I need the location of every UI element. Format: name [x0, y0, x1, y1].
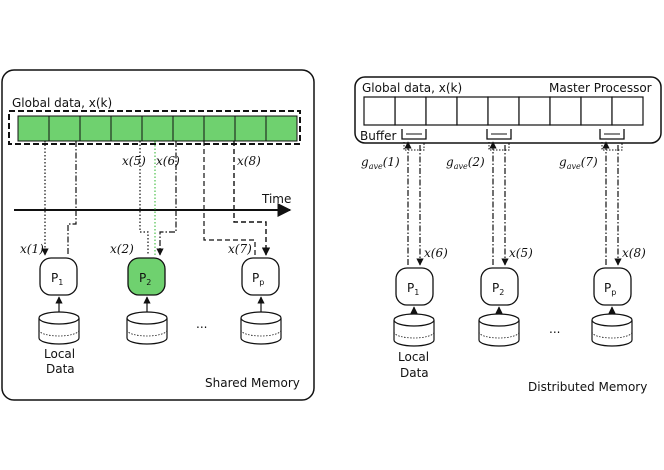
processor-label: P2: [139, 271, 151, 287]
shared-panel-frame: [1, 69, 315, 401]
label-gave-1: gave(1): [361, 155, 400, 171]
processor-box: [39, 257, 78, 296]
p2-write-line: [156, 141, 177, 256]
processor-pp: Pp: [593, 267, 632, 306]
database-icon: [126, 311, 168, 345]
shared-local-data-line1: Local: [44, 347, 75, 361]
database-icon: [591, 313, 633, 347]
array-cell: [425, 96, 458, 126]
time-label: Time: [261, 192, 291, 206]
array-cell: [265, 115, 298, 142]
distributed-local-data-line2: Data: [400, 366, 429, 380]
array-cell: [234, 115, 267, 142]
processor-label: P1: [407, 281, 419, 297]
label-dist-x5: x(5): [509, 246, 533, 260]
shared-memory-panel: Global data, x(k) x(5) x(6) x(8) Time: [1, 69, 315, 401]
database-icon: [240, 311, 282, 345]
buffer-icon: [401, 129, 427, 140]
array-cell: [549, 96, 582, 126]
processor-box: [241, 257, 280, 296]
shared-global-array: [17, 115, 298, 142]
processor-label: P1: [51, 271, 63, 287]
label-x5: x(5): [122, 154, 146, 168]
buffer-label: Buffer: [360, 129, 396, 143]
array-cell: [172, 115, 205, 142]
array-cell: [394, 96, 427, 126]
link-pp: [601, 141, 623, 266]
shared-ellipsis: ...: [196, 317, 207, 331]
distributed-global-array: [363, 96, 644, 126]
distributed-global-label: Global data, x(k): [362, 81, 462, 95]
shared-global-label: Global data, x(k): [12, 96, 112, 110]
array-cell: [79, 115, 112, 142]
array-cell: [456, 96, 489, 126]
master-processor-label: Master Processor: [549, 81, 652, 95]
label-x2: x(2): [110, 242, 134, 256]
link-p2: [488, 141, 510, 266]
p1-write-line: [67, 141, 77, 255]
array-cell: [48, 115, 81, 142]
processor-box: [593, 267, 632, 306]
processor-p2: P2: [127, 257, 166, 296]
distributed-memory-label: Distributed Memory: [528, 380, 647, 394]
pp-write-line: [233, 141, 271, 256]
label-dist-x6: x(6): [424, 246, 448, 260]
processor-p1: P1: [395, 267, 434, 306]
buffer-icon: [486, 129, 512, 140]
array-cell: [518, 96, 551, 126]
processor-box-active: [127, 257, 166, 296]
array-cell: [580, 96, 613, 126]
label-gave-2: gave(2): [446, 155, 485, 171]
database-icon: [478, 313, 520, 347]
label-x6: x(6): [156, 154, 180, 168]
database-icon: [393, 313, 435, 347]
array-cell: [141, 115, 174, 142]
p2-read-line: [139, 141, 149, 255]
processor-box: [480, 267, 519, 306]
array-cell: [110, 115, 143, 142]
pp-read-line: [203, 141, 256, 255]
database-icon: [38, 311, 80, 345]
buffer-icon: [599, 129, 625, 140]
label-x1: x(1): [20, 242, 44, 256]
processor-label: Pp: [604, 281, 616, 297]
shared-global-outer-box: [8, 110, 301, 145]
processor-box: [395, 267, 434, 306]
link-p1: [403, 141, 425, 266]
label-gave-7: gave(7): [559, 155, 598, 171]
array-cell: [487, 96, 520, 126]
label-dist-x8: x(8): [622, 246, 646, 260]
processor-p1: P1: [39, 257, 78, 296]
array-cell: [203, 115, 236, 142]
array-cell: [17, 115, 50, 142]
array-cell: [611, 96, 644, 126]
array-cell: [363, 96, 396, 126]
processor-p2: P2: [480, 267, 519, 306]
processor-label: Pp: [252, 271, 264, 287]
distributed-local-data-line1: Local: [398, 350, 429, 364]
distributed-ellipsis: ...: [549, 322, 560, 336]
shared-local-data-line2: Data: [46, 362, 75, 376]
shared-memory-label: Shared Memory: [205, 376, 300, 390]
label-x7: x(7): [228, 242, 252, 256]
label-x8: x(8): [237, 154, 261, 168]
processor-pp: Pp: [241, 257, 280, 296]
distributed-memory-panel: Global data, x(k) Master Processor Buffe…: [354, 76, 662, 394]
processor-label: P2: [492, 281, 504, 297]
